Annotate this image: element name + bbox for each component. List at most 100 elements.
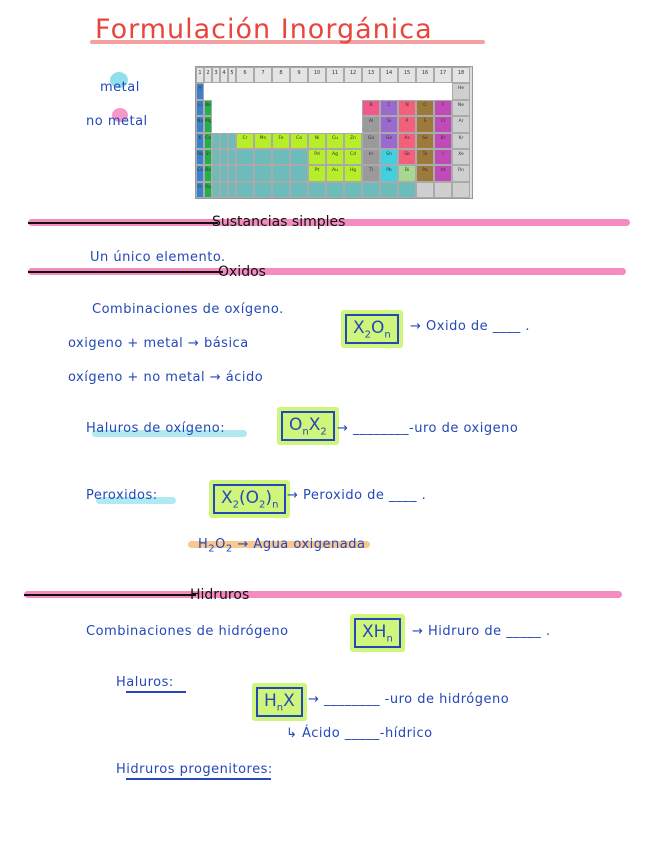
- element-cell: [308, 116, 326, 133]
- element-cell: [228, 148, 236, 166]
- element-cell: As: [398, 132, 416, 149]
- element-cell: B: [362, 99, 380, 117]
- element-cell: [220, 165, 228, 182]
- element-cell: [220, 116, 228, 133]
- element-cell: Fe: [272, 132, 290, 149]
- element-cell: Hg: [344, 165, 362, 182]
- element-cell: In: [362, 148, 380, 166]
- element-cell: Ar: [452, 116, 470, 133]
- element-cell: [220, 181, 228, 199]
- element-cell: [212, 165, 220, 182]
- element-cell: [228, 116, 236, 133]
- element-cell: [254, 165, 272, 182]
- page-title: Formulación Inorgánica: [95, 14, 433, 45]
- element-cell: Co: [290, 132, 308, 149]
- haluros-label: Haluros:: [116, 675, 174, 690]
- element-cell: Cu: [326, 132, 344, 149]
- element-cell: [228, 83, 236, 100]
- element-cell: [308, 99, 326, 117]
- element-cell: Xe: [452, 148, 470, 166]
- element-cell: [362, 83, 380, 100]
- element-cell: C: [380, 99, 398, 117]
- group-header: 2: [204, 67, 212, 84]
- formula-haluros-oxigeno: OnX2: [277, 407, 339, 446]
- group-header: 13: [362, 67, 380, 84]
- element-cell: Cr: [236, 132, 254, 149]
- legend-no-metal: no metal: [86, 114, 148, 129]
- element-cell: [434, 83, 452, 100]
- element-cell: [272, 83, 290, 100]
- metal-swatch: [110, 72, 128, 88]
- element-cell: [326, 116, 344, 133]
- element-cell: [344, 83, 362, 100]
- element-cell: Rn: [452, 165, 470, 182]
- element-cell: F: [434, 99, 452, 117]
- element-cell: [254, 116, 272, 133]
- element-cell: [220, 83, 228, 100]
- element-cell: [308, 83, 326, 100]
- element-cell: [212, 132, 220, 149]
- group-header: 7: [254, 67, 272, 84]
- element-cell: [236, 83, 254, 100]
- heading-sustancias: Sustancias simples: [212, 214, 346, 230]
- section-bar-sustancias: [28, 219, 630, 226]
- haluros-result: → ________ -uro de hidrógeno: [308, 692, 510, 707]
- no-metal-swatch: [112, 108, 128, 122]
- group-header: 9: [290, 67, 308, 84]
- underline: [126, 691, 186, 693]
- element-cell: Ne: [452, 99, 470, 117]
- element-cell: Se: [416, 132, 434, 149]
- hidruros-line1: Combinaciones de hidrógeno: [86, 624, 289, 639]
- element-cell: [204, 83, 212, 100]
- heading-hidruros: Hidruros: [190, 587, 250, 603]
- group-header: 17: [434, 67, 452, 84]
- element-cell: [236, 116, 254, 133]
- element-cell: [254, 148, 272, 166]
- group-header: 8: [272, 67, 290, 84]
- element-cell: [452, 181, 470, 199]
- element-cell: Ag: [326, 148, 344, 166]
- element-cell: [416, 83, 434, 100]
- formula-hidruro: XHn: [350, 614, 405, 653]
- element-cell: [254, 99, 272, 117]
- element-cell: [380, 181, 398, 199]
- element-cell: Rb: [196, 148, 204, 166]
- element-cell: [290, 165, 308, 182]
- element-cell: Al: [362, 116, 380, 133]
- element-cell: P: [398, 116, 416, 133]
- group-header: 10: [308, 67, 326, 84]
- element-cell: [398, 181, 416, 199]
- hidruro-result: → Hidruro de _____ .: [412, 624, 551, 639]
- element-cell: K: [196, 132, 204, 149]
- group-header: 6: [236, 67, 254, 84]
- group-header: 11: [326, 67, 344, 84]
- element-cell: [326, 181, 344, 199]
- element-cell: [228, 132, 236, 149]
- element-cell: Zn: [344, 132, 362, 149]
- element-cell: Ga: [362, 132, 380, 149]
- element-cell: Sr: [204, 148, 212, 166]
- group-header: 1: [196, 67, 204, 84]
- group-header: 5: [228, 67, 236, 84]
- arrow: [28, 222, 218, 224]
- formula-oxido: X2On: [341, 310, 403, 349]
- element-cell: [308, 181, 326, 199]
- arrow: [28, 271, 223, 273]
- section-bar-oxidos: [28, 268, 626, 275]
- element-cell: [344, 99, 362, 117]
- element-cell: Sn: [380, 148, 398, 166]
- peroxidos-label: Peroxidos:: [86, 488, 158, 503]
- element-cell: [434, 181, 452, 199]
- legend-metal: metal: [100, 80, 140, 95]
- sustancias-text: Un único elemento.: [90, 250, 226, 265]
- oxidos-line3: oxígeno + no metal → ácido: [68, 370, 264, 385]
- group-header: 15: [398, 67, 416, 84]
- element-cell: Au: [326, 165, 344, 182]
- highlight: [92, 430, 247, 437]
- element-cell: [220, 99, 228, 117]
- group-header: 14: [380, 67, 398, 84]
- element-cell: Ni: [308, 132, 326, 149]
- element-cell: [212, 181, 220, 199]
- element-cell: Ca: [204, 132, 212, 149]
- element-cell: [236, 165, 254, 182]
